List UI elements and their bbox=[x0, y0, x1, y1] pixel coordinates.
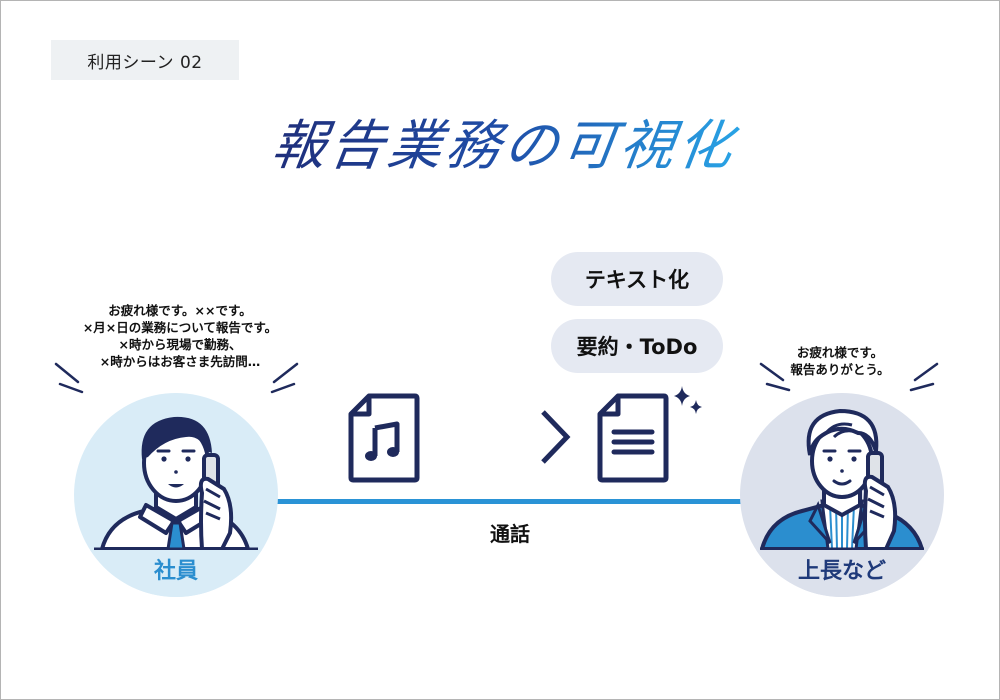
feature-text-conversion: テキスト化 bbox=[551, 252, 723, 306]
page-title: 報告業務の可視化 bbox=[264, 100, 745, 180]
call-label: 通話 bbox=[490, 522, 530, 546]
manager-speech-line: 報告ありがとう。 bbox=[790, 362, 890, 377]
manager-avatar: 上長など bbox=[740, 393, 944, 597]
employee-avatar: 社員 bbox=[74, 393, 278, 597]
text-document-icon bbox=[597, 393, 669, 483]
manager-label: 上長など bbox=[797, 559, 886, 584]
audio-file-icon bbox=[348, 393, 420, 483]
employee-speech-line: ×時から現場で勤務、 bbox=[118, 337, 242, 352]
arrow-right-icon bbox=[447, 410, 571, 464]
manager-speech-accent-icon bbox=[759, 362, 939, 392]
employee-speech-accent-icon bbox=[54, 362, 299, 394]
employee-label: 社員 bbox=[153, 559, 198, 584]
employee-speech-line: ×時からはお客さま先訪問… bbox=[99, 354, 261, 369]
scene-label: 利用シーン 02 bbox=[51, 40, 239, 80]
manager-speech-line: お疲れ様です。 bbox=[796, 345, 884, 360]
sparkle-icon bbox=[674, 386, 702, 414]
feature-summary-todo: 要約・ToDo bbox=[551, 319, 723, 373]
employee-speech: お疲れ様です。××です。 ×月×日の業務について報告です。 ×時から現場で勤務、… bbox=[60, 302, 300, 370]
employee-speech-line: ×月×日の業務について報告です。 bbox=[82, 320, 278, 335]
employee-speech-line: お疲れ様です。××です。 bbox=[108, 303, 252, 318]
call-connection-line bbox=[276, 499, 742, 504]
manager-speech: お疲れ様です。 報告ありがとう。 bbox=[760, 344, 920, 378]
